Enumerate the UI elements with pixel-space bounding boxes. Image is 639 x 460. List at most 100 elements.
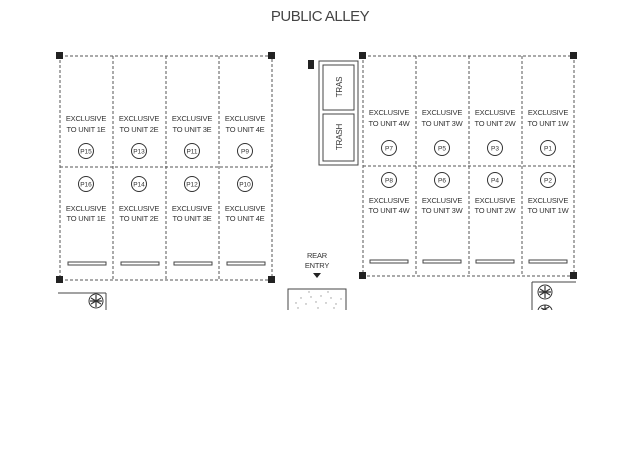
parking-space-p3: EXCLUSIVE TO UNIT 2W P3 bbox=[474, 108, 517, 156]
space-unit-label-line1: EXCLUSIVE bbox=[369, 108, 409, 117]
space-unit-label-line2: TO UNIT 3E bbox=[173, 125, 212, 134]
space-unit-label-line2: TO UNIT 4W bbox=[368, 206, 410, 215]
space-number: P16 bbox=[80, 181, 92, 188]
wheel-stop bbox=[67, 261, 107, 266]
space-unit-label-line1: EXCLUSIVE bbox=[422, 108, 462, 117]
space-unit-label-line1: EXCLUSIVE bbox=[475, 108, 515, 117]
space-number: P2 bbox=[544, 177, 552, 184]
trash-enclosure-outline bbox=[318, 60, 359, 166]
space-number-circle bbox=[78, 176, 94, 192]
parking-space-p7: EXCLUSIVE TO UNIT 4W P7 bbox=[368, 108, 411, 156]
right-planter bbox=[531, 281, 576, 312]
space-number-circle bbox=[78, 143, 94, 159]
trash-label-upper: TRAS bbox=[335, 77, 344, 98]
space-number: P3 bbox=[491, 145, 499, 152]
parking-space-p15: EXCLUSIVE TO UNIT 1E P15 bbox=[66, 114, 107, 159]
space-number: P7 bbox=[385, 145, 393, 152]
space-number-circle bbox=[381, 140, 397, 156]
space-number: P1 bbox=[544, 145, 552, 152]
space-unit-label-line1: EXCLUSIVE bbox=[369, 196, 409, 205]
space-unit-label-line2: TO UNIT 4W bbox=[368, 119, 410, 128]
space-number: P10 bbox=[239, 181, 251, 188]
wheel-stop bbox=[173, 261, 213, 266]
space-unit-label-line2: TO UNIT 3W bbox=[421, 119, 463, 128]
corner-post bbox=[268, 52, 275, 59]
corner-post bbox=[359, 272, 366, 279]
space-unit-label-line1: EXCLUSIVE bbox=[119, 114, 159, 123]
corner-post bbox=[268, 276, 275, 283]
rear-entry-label-line1: REAR bbox=[307, 251, 328, 260]
space-number: P4 bbox=[491, 177, 499, 184]
entry-stipple bbox=[295, 291, 342, 309]
right-parking-block bbox=[359, 52, 577, 279]
space-unit-label-line2: TO UNIT 2W bbox=[474, 119, 516, 128]
space-unit-label-line2: TO UNIT 1W bbox=[527, 206, 569, 215]
space-unit-label-line1: EXCLUSIVE bbox=[528, 196, 568, 205]
wheel-stop bbox=[120, 261, 160, 266]
space-number-circle bbox=[487, 172, 503, 188]
space-unit-label-line2: TO UNIT 2W bbox=[474, 206, 516, 215]
rear-entry: REAR ENTRY bbox=[287, 251, 347, 312]
space-number: P13 bbox=[133, 148, 145, 155]
space-unit-label-line1: EXCLUSIVE bbox=[119, 204, 159, 213]
space-unit-label-line1: EXCLUSIVE bbox=[172, 204, 212, 213]
space-unit-label-line2: TO UNIT 1E bbox=[67, 125, 106, 134]
parking-space-p5: EXCLUSIVE TO UNIT 3W P5 bbox=[421, 108, 464, 156]
wheel-stop bbox=[422, 259, 462, 264]
alley-title: PUBLIC ALLEY bbox=[271, 8, 370, 25]
trash-bin-lower bbox=[322, 113, 355, 162]
space-number: P12 bbox=[186, 181, 198, 188]
trash-label-lower: TRASH bbox=[335, 124, 344, 151]
shrub-icon bbox=[537, 284, 553, 300]
space-number-circle bbox=[131, 176, 147, 192]
wheel-stop bbox=[475, 259, 515, 264]
space-unit-label-line2: TO UNIT 1W bbox=[527, 119, 569, 128]
space-number: P14 bbox=[133, 181, 145, 188]
space-number-circle bbox=[131, 143, 147, 159]
space-unit-label-line2: TO UNIT 3E bbox=[173, 214, 212, 223]
space-number-circle bbox=[434, 172, 450, 188]
space-unit-label-line1: EXCLUSIVE bbox=[66, 204, 106, 213]
shrub-icon bbox=[88, 293, 104, 309]
corner-post bbox=[56, 52, 63, 59]
space-number-circle bbox=[487, 140, 503, 156]
wheel-stop bbox=[369, 259, 409, 264]
entry-arrow-icon bbox=[313, 273, 321, 278]
space-unit-label-line1: EXCLUSIVE bbox=[225, 114, 265, 123]
space-unit-label-line1: EXCLUSIVE bbox=[172, 114, 212, 123]
space-unit-label-line1: EXCLUSIVE bbox=[475, 196, 515, 205]
space-number-circle bbox=[184, 143, 200, 159]
space-number-circle bbox=[184, 176, 200, 192]
left-planter bbox=[58, 292, 107, 311]
space-unit-label-line2: TO UNIT 4E bbox=[226, 214, 265, 223]
space-unit-label-line2: TO UNIT 1E bbox=[67, 214, 106, 223]
space-number-circle bbox=[540, 140, 556, 156]
space-number-circle bbox=[237, 176, 253, 192]
rear-entry-label-line2: ENTRY bbox=[305, 261, 329, 270]
space-unit-label-line1: EXCLUSIVE bbox=[66, 114, 106, 123]
corner-post bbox=[359, 52, 366, 59]
space-unit-label-line1: EXCLUSIVE bbox=[422, 196, 462, 205]
corner-post bbox=[56, 276, 63, 283]
space-number-circle bbox=[540, 172, 556, 188]
space-unit-label-line2: TO UNIT 3W bbox=[421, 206, 463, 215]
space-unit-label-line1: EXCLUSIVE bbox=[225, 204, 265, 213]
entry-stoop bbox=[287, 288, 347, 312]
space-number: P15 bbox=[80, 148, 92, 155]
space-number-circle bbox=[237, 143, 253, 159]
corner-post bbox=[570, 52, 577, 59]
space-number-circle bbox=[381, 172, 397, 188]
space-number: P5 bbox=[438, 145, 446, 152]
space-number: P6 bbox=[438, 177, 446, 184]
